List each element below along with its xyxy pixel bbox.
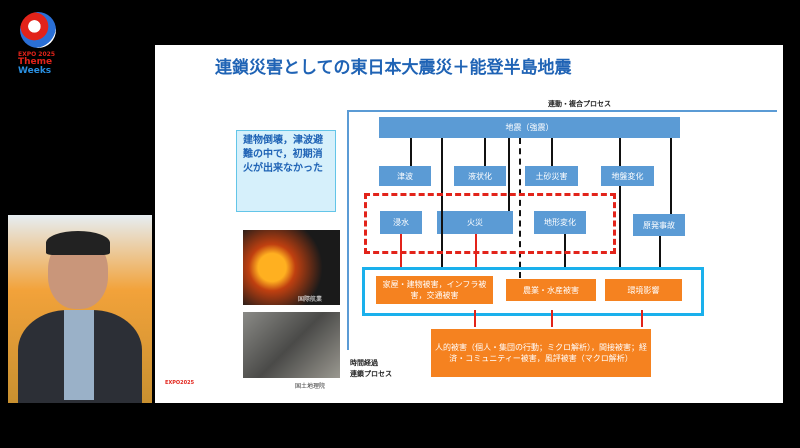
box-ground-change: 地盤変化 [601, 166, 654, 186]
box-agri-damage: 農業・水産被害 [506, 279, 596, 301]
box-earthquake: 地震（強震） [379, 117, 680, 138]
box-terrain-change: 地形変化 [534, 211, 586, 234]
axis-y-label-1: 時間経過 [350, 359, 378, 367]
red-dashed-region [364, 193, 616, 254]
box-flooding: 浸水 [380, 211, 422, 234]
box-nuclear: 原発事故 [633, 214, 685, 236]
box-human-damage: 人的被害（個人・集団の行動；ミクロ解析），間接被害；経済・コミュニティー被害，風… [431, 329, 651, 377]
slide-title: 連鎖災害としての東日本大震災＋能登半島地震 [215, 58, 572, 78]
box-building-damage: 家屋・建物被害，インフラ被害，交通被害 [376, 276, 493, 304]
logo-weeks: Weeks [18, 66, 52, 76]
box-tsunami: 津波 [379, 166, 431, 186]
vertical-axis [347, 110, 349, 350]
axis-y-label-2: 連鎖プロセス [350, 370, 392, 378]
photo-fire [243, 230, 340, 305]
photo2-caption: 国土地理院 [295, 383, 326, 390]
callout: 建物倒壊，津波避難の中で，初期消火が出来なかった [236, 130, 336, 212]
blue-group-box [362, 267, 704, 316]
expo-logo [20, 12, 56, 48]
box-landslide: 土砂災害 [525, 166, 578, 186]
logo-theme: Theme [18, 57, 53, 67]
axis-x-label: 連動・複合プロセス [548, 100, 611, 108]
photo1-caption: 国際航業 [298, 296, 323, 303]
box-fire: 火災 [437, 211, 513, 234]
photo-aerial [243, 312, 340, 378]
box-env-impact: 環境影響 [605, 279, 682, 301]
logo-expo: EXPO 2025 [18, 51, 56, 58]
footer-logo: EXPO2025 [165, 380, 195, 386]
box-liquefaction: 液状化 [454, 166, 506, 186]
horizontal-axis [347, 110, 777, 112]
speaker-video [8, 215, 152, 403]
